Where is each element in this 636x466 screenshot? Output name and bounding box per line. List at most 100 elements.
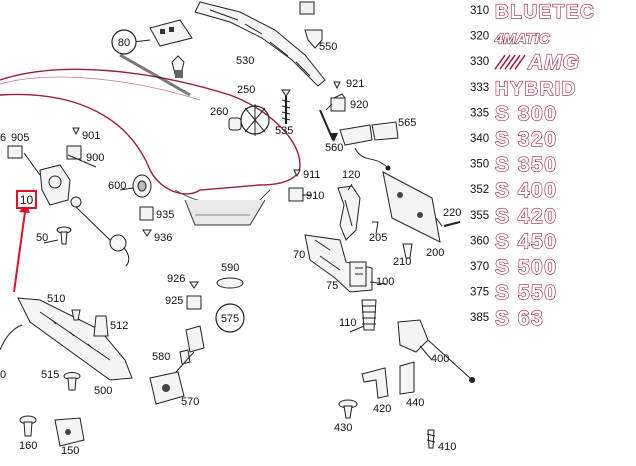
amg-stripes: [494, 54, 526, 70]
part-label-0: 0: [0, 369, 6, 381]
emblem-code: 352: [470, 184, 489, 196]
part-label-535: 535: [275, 125, 293, 137]
part-label-901: 901: [82, 130, 100, 142]
emblem-text: S 450: [495, 230, 557, 253]
part-label-80: 80: [118, 37, 130, 49]
part-label-935: 935: [156, 209, 174, 221]
part-50-screw: [56, 226, 72, 245]
part-512-clip: [63, 309, 109, 391]
part-570-motor: [149, 277, 244, 405]
highlight-label-10: 10: [16, 190, 37, 209]
part-label-936: 936: [154, 232, 172, 244]
emblem-text: S 400: [495, 179, 557, 202]
part-920-connector: [319, 81, 346, 142]
part-80-emblem: [149, 19, 193, 78]
part-label-515: 515: [41, 369, 59, 381]
part-label-6: 6: [0, 132, 6, 144]
emblem-text: S 350: [495, 154, 557, 177]
part-label-200: 200: [426, 247, 444, 259]
emblem-text: S 550: [495, 282, 557, 305]
part-label-205: 205: [369, 232, 387, 244]
callout-circle-575: [215, 303, 245, 333]
emblem-code: 385: [470, 312, 489, 324]
emblem-code: 350: [470, 159, 489, 171]
part-535-screw: [281, 89, 291, 124]
part-label-920: 920: [350, 99, 368, 111]
part-label-926: 926: [167, 273, 185, 285]
part-label-400: 400: [431, 353, 449, 365]
part-400-actuator: [397, 319, 475, 383]
part-label-590: 590: [221, 262, 239, 274]
part-550-clip: [299, 1, 323, 49]
part-label-70: 70: [293, 249, 305, 261]
part-label-210: 210: [393, 256, 411, 268]
part-label-75: 75: [326, 280, 338, 292]
part-label-921: 921: [346, 78, 364, 90]
part-label-410: 410: [438, 441, 456, 453]
part-600-grommet: [132, 174, 152, 198]
part-910-plug: [288, 169, 304, 202]
part-200-plate: [372, 171, 461, 259]
part-label-565: 565: [398, 117, 416, 129]
emblem-text: HYBRID: [495, 79, 577, 100]
part-250-wheel: [228, 104, 270, 136]
emblem-text: S 420: [495, 205, 557, 228]
emblem-text: S 500: [495, 256, 557, 279]
highlight-label-text: 10: [20, 193, 34, 207]
emblem-text: AMG: [527, 51, 580, 74]
emblem-code: 320: [470, 31, 489, 43]
part-label-120: 120: [342, 169, 360, 181]
part-label-560: 560: [325, 142, 343, 154]
emblem-code: 335: [470, 107, 489, 119]
emblem-code: 370: [470, 261, 489, 273]
part-500-lower-panel: [17, 297, 133, 381]
part-label-510: 510: [47, 293, 65, 305]
emblem-text: S 320: [495, 128, 557, 151]
part-label-905: 905: [11, 132, 29, 144]
part-label-550: 550: [319, 41, 337, 53]
part-label-925: 925: [165, 295, 183, 307]
part-120-bracket: [337, 185, 361, 241]
emblem-code: 360: [470, 235, 489, 247]
emblem-text: BLUETEC: [495, 2, 595, 23]
part-label-420: 420: [373, 403, 391, 415]
part-number-labels: 80 530 550 921 920 250 260 535 565 560 905 901 900 6 6…: [0, 29, 461, 457]
part-430-bolt: [338, 399, 436, 449]
part-label-500: 500: [94, 385, 112, 397]
emblem-code: 330: [470, 56, 489, 68]
emblem-code: 375: [470, 287, 489, 299]
part-label-911: 911: [303, 169, 321, 181]
part-label-430: 430: [334, 422, 352, 434]
emblem-text: 4MATIC: [494, 31, 551, 48]
left-arrow-curve: [0, 324, 23, 351]
part-label-220: 220: [443, 207, 461, 219]
part-935-plug: [139, 206, 154, 237]
part-70-lock-mechanism: [304, 234, 373, 293]
part-label-440: 440: [406, 397, 424, 409]
part-label-100: 100: [376, 276, 394, 288]
emblem-code: 333: [470, 82, 489, 94]
part-label-150: 150: [61, 445, 79, 457]
emblem-list: 310 BLUETEC 320 4MATIC 330 AMG 333 HYBRID 335 S 3…: [470, 1, 595, 330]
part-label-110: 110: [339, 317, 357, 329]
part-label-570: 570: [181, 396, 199, 408]
trunk-lid-outline: [0, 68, 301, 226]
part-label-250: 250: [237, 84, 255, 96]
part-label-260: 260: [210, 106, 228, 118]
part-560-lock: [339, 121, 399, 171]
part-label-530: 530: [236, 55, 254, 67]
part-label-600: 600: [108, 180, 126, 192]
callout-circle-80: [111, 29, 137, 55]
emblem-code: 310: [470, 5, 489, 17]
part-label-910: 910: [306, 190, 324, 202]
highlight-arrow: [13, 203, 30, 293]
emblem-code: 340: [470, 133, 489, 145]
part-label-900: 900: [86, 152, 104, 164]
part-label-50: 50: [36, 232, 48, 244]
part-label-580: 580: [152, 351, 170, 363]
part-label-512: 512: [110, 320, 128, 332]
emblem-text: S 300: [495, 102, 557, 125]
emblem-code: 355: [470, 210, 489, 222]
